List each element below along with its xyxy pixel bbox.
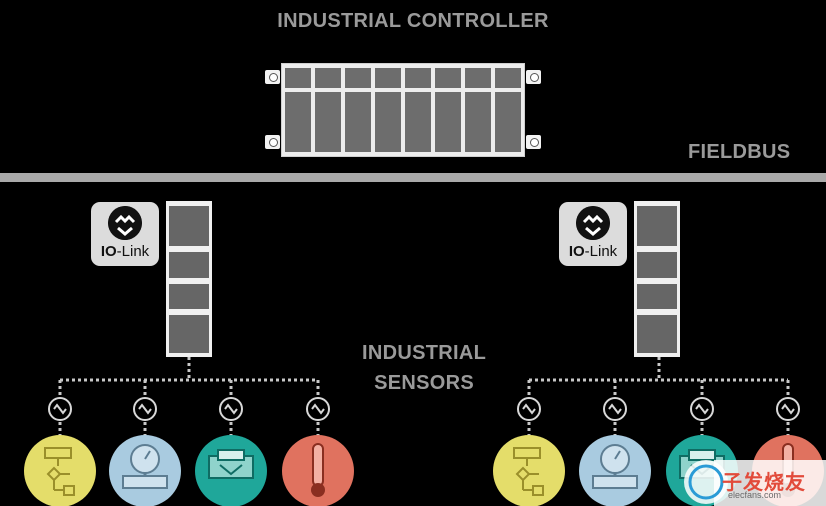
mount-ear-icon (265, 135, 280, 149)
pressure-gauge-sensor-icon (109, 435, 181, 506)
master-port-module (637, 315, 677, 353)
master-port-module (169, 315, 209, 353)
master-port-module (169, 284, 209, 309)
level-sensor-icon (195, 435, 267, 506)
fieldbus-line (0, 173, 826, 182)
master-port-module (169, 252, 209, 278)
diagram-title: INDUSTRIAL CONTROLLER (277, 10, 549, 32)
watermark-text: 子发烧友 (722, 472, 806, 494)
io-link-logo: IO-Link (91, 202, 159, 266)
controller-rack (281, 63, 525, 157)
pressure-gauge-sensor-icon (579, 435, 651, 506)
master-port-module (169, 206, 209, 246)
mount-ear-icon (526, 135, 541, 149)
mount-ear-icon (526, 70, 541, 84)
flow-chart-sensor-icon (493, 435, 565, 506)
io-link-logo-text: IO-Link (100, 243, 150, 260)
watermark-logo (684, 460, 826, 506)
io-link-logo: IO-Link (559, 202, 627, 266)
master-port-module (637, 252, 677, 278)
io-link-symbol-icon (576, 206, 610, 240)
master-port-module (637, 206, 677, 246)
fieldbus-label: FIELDBUS (688, 141, 791, 163)
sensors-label-line: SENSORS (374, 372, 474, 394)
io-link-master-right (634, 201, 680, 357)
flow-chart-sensor-icon (24, 435, 96, 506)
sensors-label-line: INDUSTRIAL (362, 342, 487, 364)
mount-ear-icon (265, 70, 280, 84)
io-link-port-icon (48, 397, 800, 421)
io-link-logo-text: IO-Link (568, 243, 618, 260)
temperature-sensor-icon (282, 435, 354, 506)
io-link-master-left (166, 201, 212, 357)
watermark-subtext: elecfans.com (728, 490, 782, 500)
master-port-module (637, 284, 677, 309)
sensors-label: INDUSTRIAL SENSORS (362, 338, 486, 398)
io-link-symbol-icon (108, 206, 142, 240)
